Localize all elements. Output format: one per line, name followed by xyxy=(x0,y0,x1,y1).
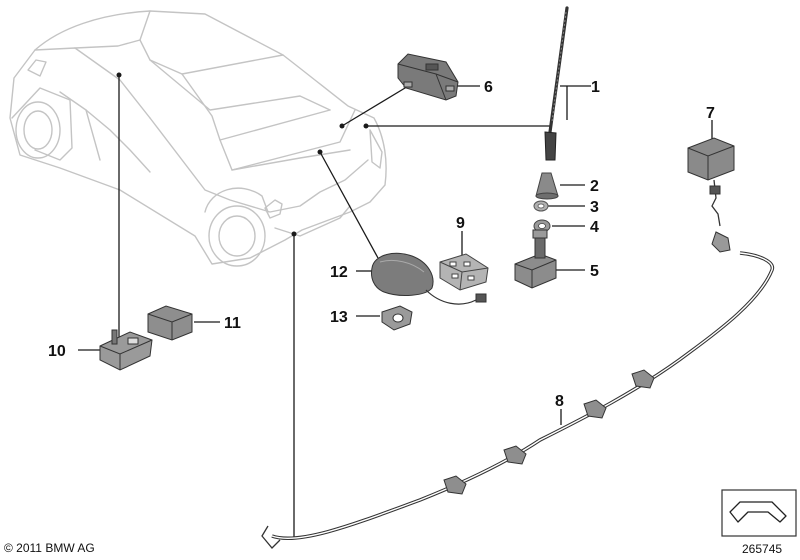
part-label-7: 7 xyxy=(706,105,715,122)
small-module xyxy=(147,305,193,341)
antenna-amplifier xyxy=(397,53,459,101)
part-label-1: 1 xyxy=(591,79,600,96)
antenna-nut xyxy=(533,200,549,212)
part-label-12: 12 xyxy=(330,264,348,281)
control-module xyxy=(687,137,735,253)
rod-antenna xyxy=(544,6,569,161)
part-label-9: 9 xyxy=(456,215,465,232)
harness-clips xyxy=(443,369,655,495)
part-label-6: 6 xyxy=(484,79,493,96)
cable-harness xyxy=(261,251,775,549)
antenna-cone xyxy=(535,172,559,200)
shark-fin-antenna xyxy=(371,252,487,305)
module-bracket xyxy=(99,329,153,371)
grommet xyxy=(381,305,413,331)
part-label-10: 10 xyxy=(48,343,66,360)
part-label-11: 11 xyxy=(224,315,241,332)
part-label-5: 5 xyxy=(590,263,599,280)
copyright-notice: © 2011 BMW AG xyxy=(4,541,95,555)
part-label-3: 3 xyxy=(590,199,599,216)
leader-lines xyxy=(78,75,713,537)
leader-dots xyxy=(116,72,369,237)
navigation-symbol xyxy=(721,489,797,537)
antenna-base xyxy=(514,229,557,289)
part-label-4: 4 xyxy=(590,219,599,236)
mounting-bracket xyxy=(439,253,489,291)
part-label-2: 2 xyxy=(590,178,599,195)
part-label-8: 8 xyxy=(555,393,564,410)
part-label-13: 13 xyxy=(330,309,348,326)
diagram-id: 265745 xyxy=(742,542,783,556)
car-illustration xyxy=(9,10,387,267)
